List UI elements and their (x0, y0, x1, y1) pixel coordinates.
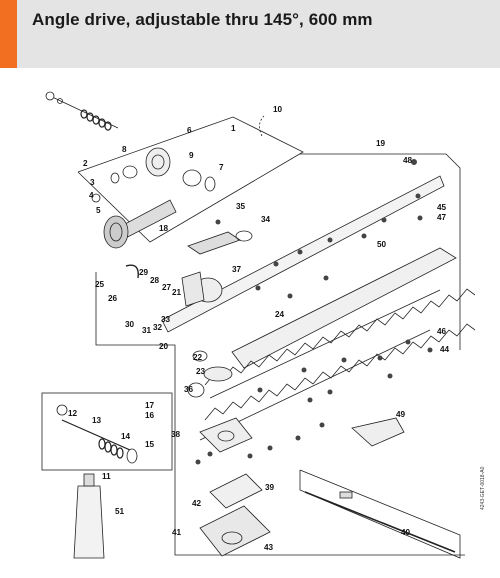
callout-8: 8 (122, 145, 127, 154)
callout-21: 21 (172, 288, 182, 297)
callout-13: 13 (92, 416, 102, 425)
gear-housing (145, 147, 171, 177)
blade-teeth-upper (204, 288, 476, 386)
callout-34: 34 (261, 215, 271, 224)
callout-29: 29 (139, 268, 149, 277)
strip-40 (304, 491, 456, 553)
blade-teeth-lower (204, 323, 476, 421)
header-bar (0, 0, 500, 68)
guard-piece (351, 417, 405, 447)
washer-stack (80, 109, 112, 131)
callout-51: 51 (115, 507, 125, 516)
callout-40: 40 (401, 528, 411, 537)
callout-5: 5 (96, 206, 101, 215)
callout-20: 20 (159, 342, 169, 351)
group-box-40 (299, 469, 461, 559)
page-title: Angle drive, adjustable thru 145°, 600 m… (32, 10, 373, 29)
callout-32: 32 (153, 323, 163, 332)
callout-11: 11 (102, 472, 111, 481)
callout-43: 43 (264, 543, 274, 552)
group-box-20 (95, 272, 465, 556)
group-box-1 (77, 116, 304, 243)
callout-3: 3 (90, 178, 95, 187)
callout-39: 39 (265, 483, 275, 492)
callout-18: 18 (159, 224, 169, 233)
spring-part (125, 264, 139, 279)
callout-15: 15 (145, 440, 155, 449)
callout-35: 35 (236, 202, 246, 211)
callout-27: 27 (162, 283, 172, 292)
callout-31: 31 (142, 326, 152, 335)
callout-6: 6 (187, 126, 192, 135)
callout-14: 14 (121, 432, 131, 441)
callout-41: 41 (172, 528, 182, 537)
callout-25: 25 (95, 280, 105, 289)
callout-48: 48 (403, 156, 413, 165)
callout-9: 9 (189, 151, 194, 160)
callout-28: 28 (150, 276, 160, 285)
callout-37: 37 (232, 265, 242, 274)
callout-19: 19 (376, 139, 386, 148)
callout-30: 30 (125, 320, 135, 329)
callout-38: 38 (171, 430, 181, 439)
callout-4: 4 (89, 191, 94, 200)
callout-42a: 42 (192, 499, 202, 508)
group-box-11 (41, 392, 173, 471)
callout-1: 1 (231, 124, 236, 133)
callout-22: 22 (193, 353, 203, 362)
callout-7: 7 (219, 163, 224, 172)
handle-lever (187, 231, 241, 255)
lower-housing (199, 505, 271, 557)
callout-17: 17 (145, 401, 155, 410)
callout-26: 26 (108, 294, 118, 303)
callout-2: 2 (83, 159, 88, 168)
blade-bar (231, 247, 457, 369)
callout-24: 24 (275, 310, 285, 319)
callout-36: 36 (184, 385, 194, 394)
callout-23: 23 (196, 367, 206, 376)
group-box-19 (300, 153, 461, 350)
callout-33: 33 (161, 315, 171, 324)
document-code: 4243-GET-0018-A0 (480, 466, 486, 510)
accent-stripe (0, 0, 17, 68)
top-rail (161, 175, 445, 333)
gear-disc (203, 366, 233, 382)
parts-diagram: 1 2 3 4 5 6 7 8 9 10 11 12 13 14 15 16 1… (41, 91, 476, 559)
callout-44: 44 (440, 345, 450, 354)
grease-tube (73, 485, 105, 559)
callout-49: 49 (396, 410, 406, 419)
drive-plate (199, 417, 253, 453)
callout-10: 10 (273, 105, 283, 114)
callout-50: 50 (377, 240, 387, 249)
upper-housing (209, 473, 263, 509)
callout-45: 45 (437, 203, 447, 212)
callout-16: 16 (145, 411, 155, 420)
callout-47: 47 (437, 213, 447, 222)
callout-46: 46 (437, 327, 447, 336)
callout-12: 12 (68, 409, 78, 418)
